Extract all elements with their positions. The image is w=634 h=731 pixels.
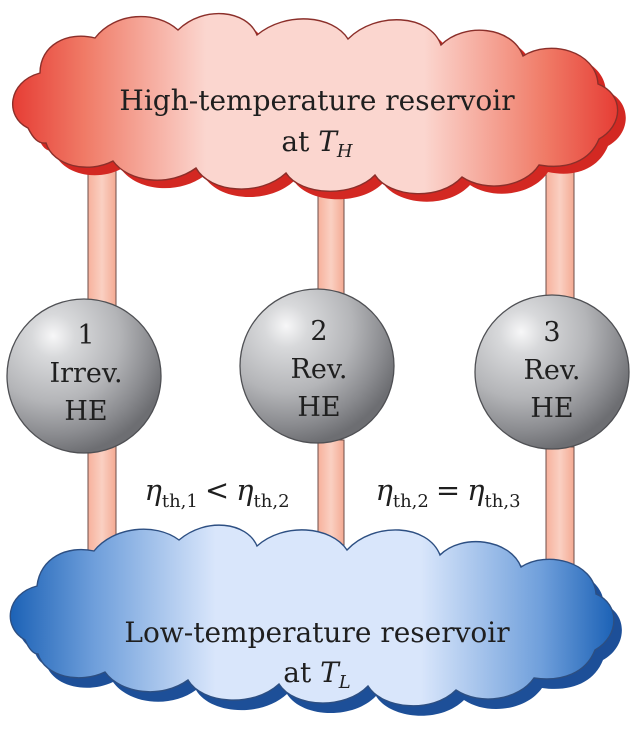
low-reservoir-symbol: T bbox=[320, 656, 341, 689]
heat-engine-3: 3 Rev. HE bbox=[474, 294, 630, 450]
low-temperature-reservoir: Low-temperature reservoir at TL bbox=[9, 524, 622, 716]
sphere-icon bbox=[6, 298, 162, 454]
low-reservoir-subscript: L bbox=[338, 672, 351, 693]
engine-number: 3 bbox=[543, 317, 560, 348]
relation-1-right-subscript: th,2 bbox=[254, 491, 290, 512]
engine-label: HE bbox=[64, 396, 107, 427]
relation-1-operator: < bbox=[205, 473, 229, 507]
high-reservoir-symbol: T bbox=[318, 125, 339, 158]
efficiency-relation-2: ηth,2=ηth,3 bbox=[375, 473, 520, 512]
heat-engines: 1 Irrev. HE 2 Rev. HE 3 Rev. HE bbox=[6, 288, 630, 454]
relation-1-right-symbol: η bbox=[236, 473, 254, 507]
high-reservoir-temperature: at TH bbox=[281, 125, 353, 162]
heat-engine-2: 2 Rev. HE bbox=[239, 288, 395, 444]
sphere-icon bbox=[474, 294, 630, 450]
cloud-icon bbox=[12, 12, 619, 195]
efficiency-relations: ηth,1<ηth,2 ηth,2=ηth,3 bbox=[144, 473, 520, 512]
low-reservoir-title: Low-temperature reservoir bbox=[124, 616, 510, 649]
high-reservoir-subscript: H bbox=[336, 141, 353, 162]
pipe-center-upper bbox=[317, 191, 345, 295]
high-reservoir-at-label: at bbox=[281, 125, 318, 158]
heat-engine-1: 1 Irrev. HE bbox=[6, 298, 162, 454]
efficiency-relation-1: ηth,1<ηth,2 bbox=[144, 473, 289, 512]
engine-type: Rev. bbox=[524, 355, 581, 386]
cloud-icon bbox=[9, 524, 615, 707]
engine-label: HE bbox=[297, 392, 340, 423]
high-reservoir-title: High-temperature reservoir bbox=[119, 84, 515, 117]
relation-2-left-subscript: th,2 bbox=[393, 491, 429, 512]
relation-2-operator: = bbox=[436, 473, 460, 507]
relation-1-left-symbol: η bbox=[144, 473, 162, 507]
engine-number: 2 bbox=[310, 316, 327, 347]
engine-type: Irrev. bbox=[49, 358, 122, 389]
relation-2-right-symbol: η bbox=[467, 473, 485, 507]
sphere-icon bbox=[239, 288, 395, 444]
relation-2-right-subscript: th,3 bbox=[485, 491, 521, 512]
high-temperature-reservoir: High-temperature reservoir at TH bbox=[12, 12, 626, 202]
low-reservoir-at-label: at bbox=[283, 656, 320, 689]
engine-label: HE bbox=[530, 393, 573, 424]
relation-2-left-symbol: η bbox=[375, 473, 393, 507]
engine-number: 1 bbox=[77, 320, 94, 351]
low-reservoir-temperature: at TL bbox=[283, 656, 351, 693]
engine-type: Rev. bbox=[291, 354, 348, 385]
relation-1-left-subscript: th,1 bbox=[162, 491, 198, 512]
